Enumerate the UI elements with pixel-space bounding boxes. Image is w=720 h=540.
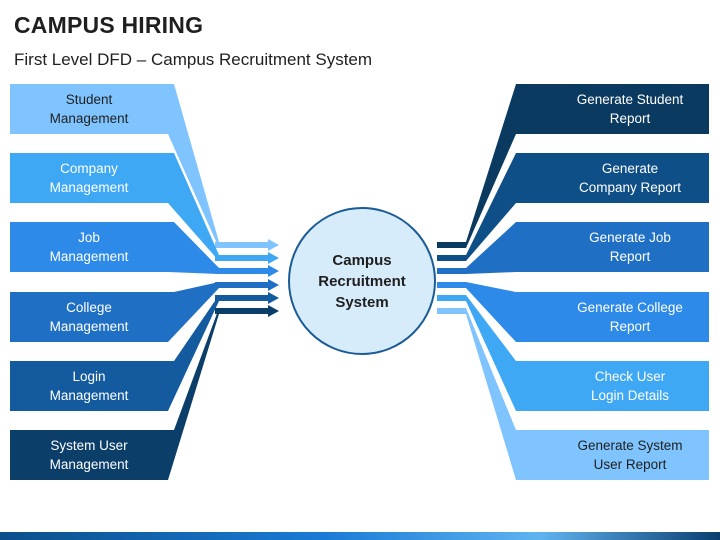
left-connector-6 [168, 308, 219, 480]
right-chevron-3 [516, 222, 551, 272]
right-output-box-6: Generate System User Report [551, 430, 709, 480]
right-arrow-shaft-4 [437, 282, 466, 288]
right-arrow-shaft-1 [437, 242, 466, 248]
right-chevron-2 [516, 153, 551, 203]
left-arrow-5 [215, 292, 279, 304]
left-process-box-6: System User Management [10, 430, 168, 480]
right-arrow-shaft-2 [437, 255, 466, 261]
left-connector-1 [168, 84, 219, 248]
left-process-box-3: Job Management [10, 222, 168, 272]
left-connector-2 [168, 153, 219, 261]
right-output-box-5: Check User Login Details [551, 361, 709, 411]
right-chevron-5 [516, 361, 551, 411]
right-arrow-shaft-3 [437, 268, 466, 274]
left-connector-3 [168, 222, 219, 274]
left-arrow-3 [215, 265, 279, 277]
right-output-box-1: Generate Student Report [551, 84, 709, 134]
right-output-box-3: Generate Job Report [551, 222, 709, 272]
left-arrow-2 [215, 252, 279, 264]
center-process-circle [288, 207, 436, 355]
right-arrow-shaft-6 [437, 308, 466, 314]
page-subtitle: First Level DFD – Campus Recruitment Sys… [14, 50, 373, 69]
left-connector-5 [168, 295, 219, 411]
right-output-box-4: Generate College Report [551, 292, 709, 342]
right-chevron-4 [516, 292, 551, 342]
left-process-box-5: Login Management [10, 361, 168, 411]
center-process-label: Campus Recruitment System [318, 251, 406, 311]
right-output-box-2: Generate Company Report [551, 153, 709, 203]
right-chevron-6 [516, 430, 551, 480]
left-process-box-2: Company Management [10, 153, 168, 203]
bottom-accent-bar [0, 532, 720, 540]
left-process-box-4: College Management [10, 292, 168, 342]
left-arrow-4 [215, 279, 279, 291]
right-chevron-1 [516, 84, 551, 134]
page-title: CAMPUS HIRING [14, 12, 204, 38]
left-arrow-6 [215, 305, 279, 317]
right-arrow-shaft-5 [437, 295, 466, 301]
left-process-box-1: Student Management [10, 84, 168, 134]
left-connector-4 [168, 282, 219, 342]
left-arrow-1 [215, 239, 279, 251]
